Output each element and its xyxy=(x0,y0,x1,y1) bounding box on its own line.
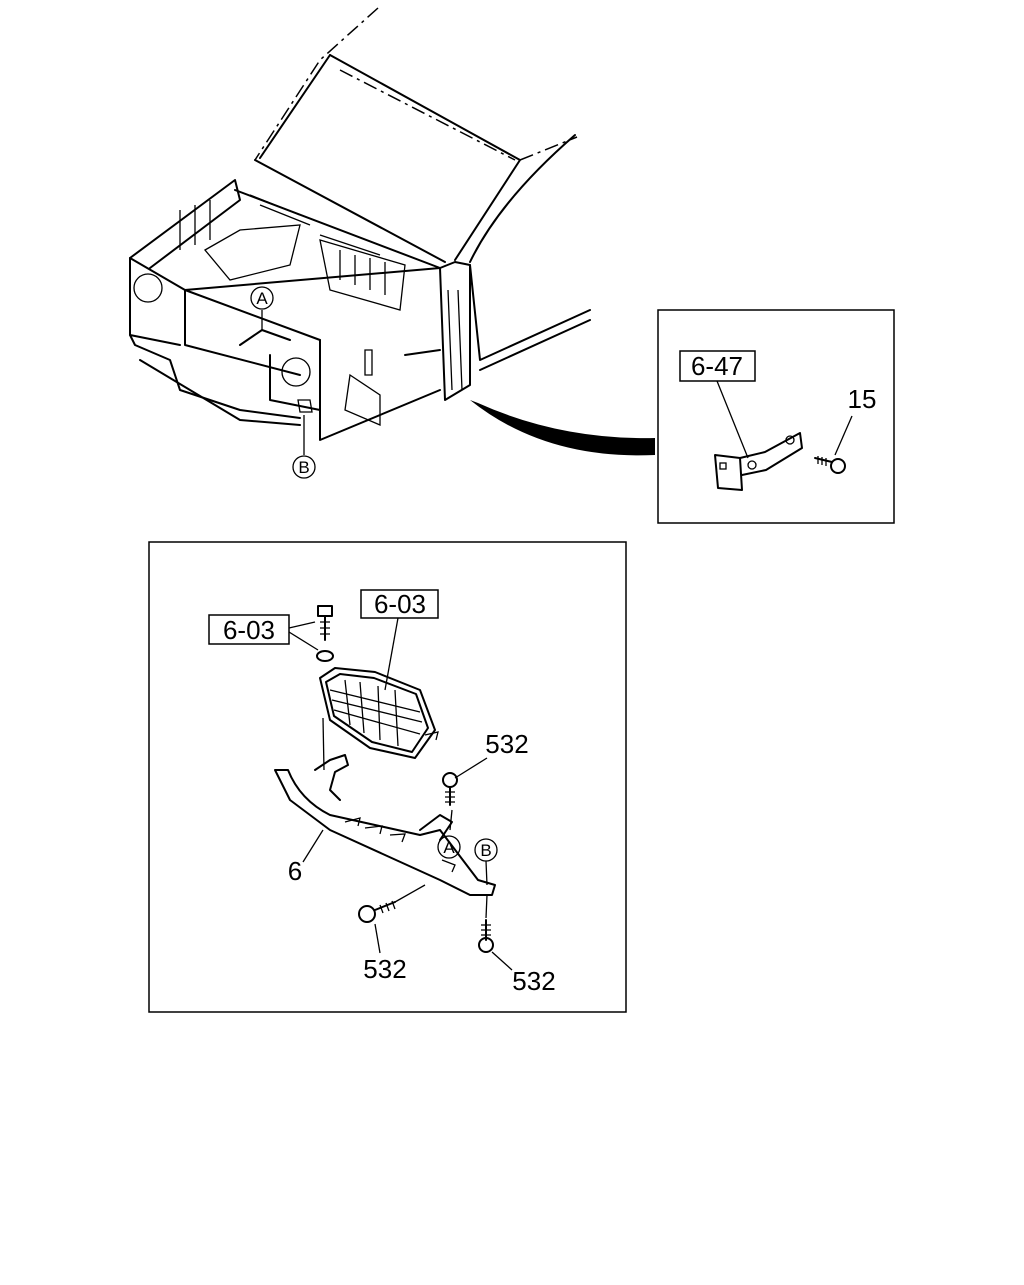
svg-text:A: A xyxy=(443,838,455,857)
bolt-part xyxy=(442,772,458,831)
grille-detail-box: 6-03 6-03 5 xyxy=(148,541,627,1013)
callout-6-03-left: 6-03 xyxy=(223,615,275,645)
marker-a-lower: A xyxy=(437,835,461,859)
callout-6-03-left-frame xyxy=(208,614,290,645)
callout-6: 6 xyxy=(288,856,302,886)
bracket-part xyxy=(714,432,803,491)
callout-532-upper: 532 xyxy=(485,729,528,759)
callout-15: 15 xyxy=(848,384,877,414)
washer xyxy=(316,650,334,662)
callout-6-47: 6-47 xyxy=(691,351,743,381)
callout-532-lower-right: 532 xyxy=(512,966,555,996)
svg-text:B: B xyxy=(480,841,491,860)
screw-part xyxy=(317,605,333,641)
bolt-part xyxy=(814,456,846,474)
cab-body-drawing xyxy=(129,7,655,456)
detail-pointer xyxy=(470,400,655,456)
grille-panel xyxy=(319,667,439,759)
marker-b-top: B xyxy=(292,455,316,479)
front-grille xyxy=(274,754,496,896)
bolt-part xyxy=(478,919,494,953)
bolt-part xyxy=(358,900,396,923)
grille-leader xyxy=(322,717,325,771)
svg-text:A: A xyxy=(256,289,268,308)
bracket-detail-box: 6-47 15 xyxy=(657,309,895,524)
marker-b-lower: B xyxy=(474,838,498,862)
callout-532-lower-left: 532 xyxy=(363,954,406,984)
marker-a-top: A xyxy=(250,286,274,310)
callout-6-03-right: 6-03 xyxy=(374,589,426,619)
callout-6-03-right-frame xyxy=(360,589,439,619)
svg-text:B: B xyxy=(298,458,309,477)
